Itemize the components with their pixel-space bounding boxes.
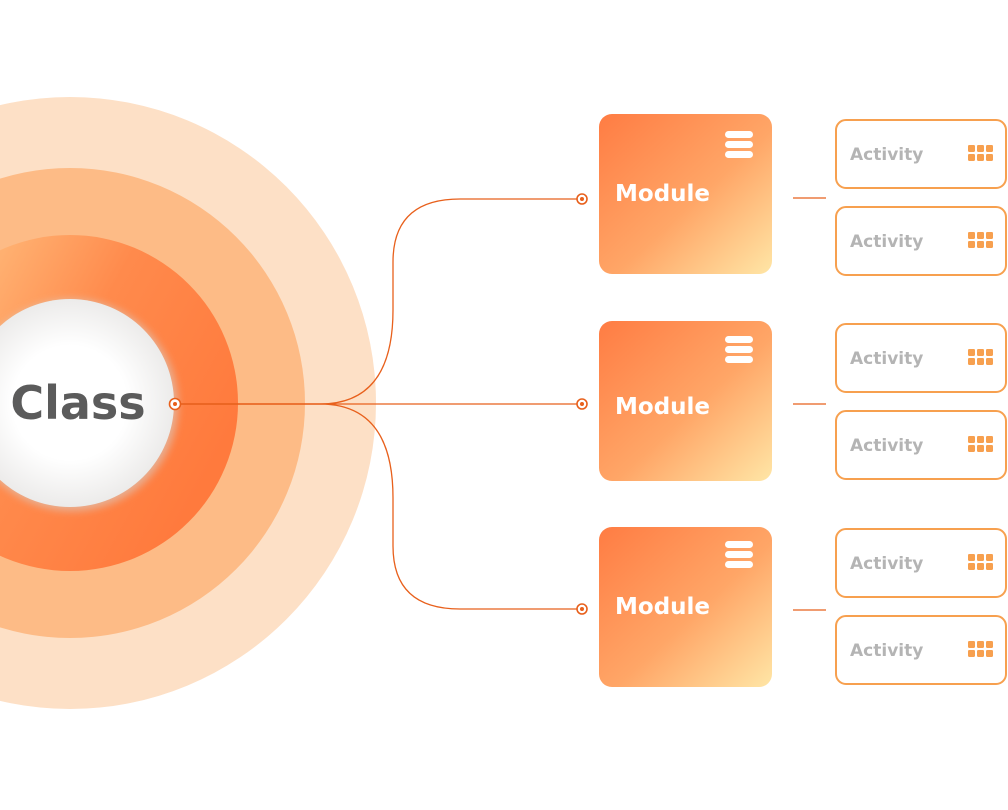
connector-bottom	[175, 403, 582, 610]
activity-card-3a[interactable]: Activity	[835, 528, 1007, 598]
activity-label: Activity	[850, 349, 923, 369]
menu-lines-icon	[725, 131, 753, 158]
activity-card-1b[interactable]: Activity	[835, 206, 1007, 276]
module-anchor-dot-2	[576, 398, 588, 410]
activity-label: Activity	[850, 554, 923, 574]
module-label: Module	[615, 394, 710, 420]
grid-icon	[968, 232, 993, 248]
module-card-3[interactable]: Module	[599, 527, 772, 687]
module-label: Module	[615, 594, 710, 620]
connector-dots	[168, 193, 588, 615]
module-label: Module	[615, 181, 710, 207]
grid-icon	[968, 436, 993, 452]
connector-top	[175, 198, 582, 405]
grid-icon	[968, 641, 993, 657]
class-rings	[0, 97, 376, 709]
activity-label: Activity	[850, 641, 923, 661]
connectors	[175, 197, 826, 611]
activity-label: Activity	[850, 145, 923, 165]
activity-card-2b[interactable]: Activity	[835, 410, 1007, 480]
grid-icon	[968, 349, 993, 365]
module-anchor-dot-1	[576, 193, 588, 205]
module-card-1[interactable]: Module	[599, 114, 772, 274]
activity-card-1a[interactable]: Activity	[835, 119, 1007, 189]
class-label: Class	[10, 376, 145, 430]
class-anchor-dot	[168, 397, 182, 411]
grid-icon	[968, 145, 993, 161]
module-anchor-dot-3	[576, 603, 588, 615]
activity-label: Activity	[850, 232, 923, 252]
center-circle	[0, 299, 174, 507]
menu-lines-icon	[725, 336, 753, 363]
module-card-2[interactable]: Module	[599, 321, 772, 481]
activity-card-3b[interactable]: Activity	[835, 615, 1007, 685]
menu-lines-icon	[725, 541, 753, 568]
activity-label: Activity	[850, 436, 923, 456]
grid-icon	[968, 554, 993, 570]
activity-card-2a[interactable]: Activity	[835, 323, 1007, 393]
